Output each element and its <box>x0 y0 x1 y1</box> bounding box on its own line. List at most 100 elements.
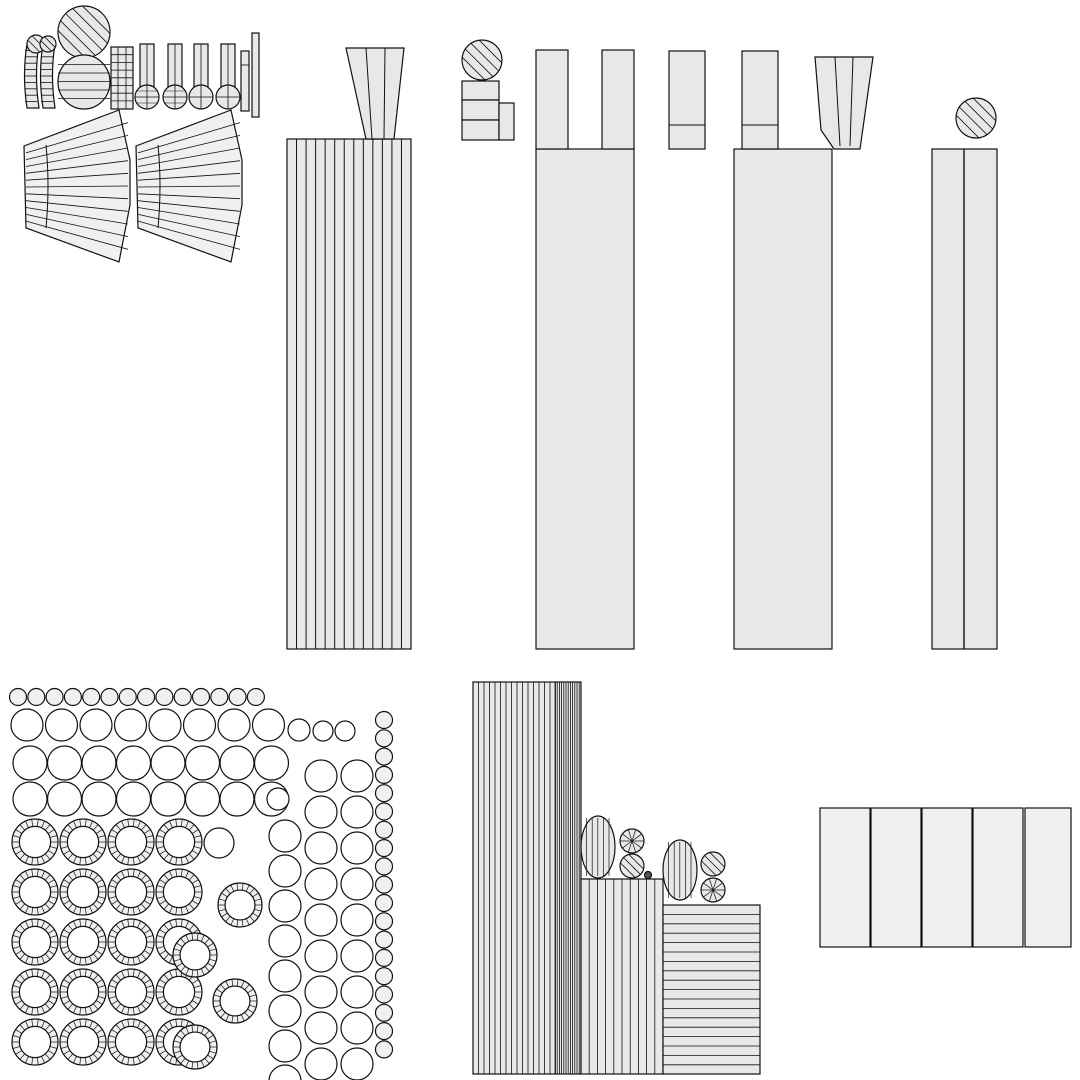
column-circle-island <box>304 831 338 865</box>
segmented-ring-island-spoke <box>249 1004 257 1008</box>
segmented-ring-island-spoke <box>97 885 106 888</box>
segmented-ring-island-spoke <box>121 870 125 878</box>
segmented-ring-island-spoke <box>111 1029 119 1034</box>
segmented-ring-island-inner <box>66 825 100 859</box>
segmented-ring-island-spoke <box>79 919 82 927</box>
segmented-ring-island-spoke <box>89 956 93 964</box>
segmented-ring-island-spoke <box>92 853 99 860</box>
narrow-right-column-island <box>931 97 998 650</box>
segmented-ring-island-spoke <box>145 896 154 899</box>
segmented-ring-island-spoke <box>36 1019 39 1027</box>
segmented-ring-island-spoke <box>92 974 99 981</box>
segmented-ring-island-spoke <box>84 1019 87 1027</box>
segmented-ring-island-spoke <box>111 1050 119 1055</box>
column-circle-island <box>340 1047 374 1080</box>
column-circle-island <box>340 975 374 1009</box>
spoke-circle-island-spoke <box>631 833 642 842</box>
segmented-ring-island-spoke <box>19 1053 26 1060</box>
small-circle-island <box>191 687 211 707</box>
striped-block-island-group <box>472 681 761 1075</box>
segmented-ring-island-spoke <box>49 996 58 999</box>
segmented-ring-island-spoke <box>92 824 99 831</box>
column-circle-island <box>268 854 302 888</box>
segmented-ring-island-spoke <box>108 1035 117 1038</box>
segmented-ring-island-spoke <box>25 956 29 964</box>
small-circle-island <box>374 967 394 986</box>
medium-circle-island <box>253 745 290 781</box>
segmented-ring-island-spoke <box>79 1007 82 1015</box>
column-cap-edge <box>365 47 373 140</box>
small-circle-island <box>374 765 394 785</box>
hatched-circle-island-hatch <box>701 860 717 876</box>
segmented-ring-island-spoke <box>92 1024 99 1031</box>
segmented-ring-island-spoke <box>97 946 106 949</box>
segmented-ring-island-spoke <box>127 857 130 865</box>
segmented-ring-island-spoke <box>49 885 58 888</box>
segmented-ring-island-spoke <box>49 846 58 849</box>
segmented-ring-island-spoke <box>89 970 93 978</box>
segmented-ring-island-spoke <box>47 900 55 905</box>
segmented-ring-island-spoke <box>247 988 254 994</box>
segmented-ring-island-spoke <box>19 1024 26 1031</box>
right-tab-island <box>741 50 779 150</box>
segmented-ring-island-spoke <box>97 996 106 999</box>
fan-island-left <box>23 109 131 263</box>
segmented-ring-island-spoke <box>156 846 165 849</box>
segmented-ring-island-spoke <box>143 850 151 855</box>
segmented-ring-island-spoke <box>145 946 154 949</box>
medium-circle-island <box>312 720 334 742</box>
column-circle-island <box>340 867 374 901</box>
segmented-ring-island-spoke <box>25 906 29 914</box>
segmented-ring-island-spoke <box>84 957 87 965</box>
segmented-ring-island-spoke <box>176 1054 183 1060</box>
segmented-ring-island-spoke <box>108 846 117 849</box>
segmented-ring-island-spoke <box>132 869 135 877</box>
fan-island-left-edge <box>25 185 129 188</box>
segmented-ring-island-spoke <box>236 1015 239 1023</box>
segmented-ring-island-spoke <box>204 938 210 944</box>
segmented-ring-island-spoke <box>191 850 199 855</box>
small-circle-island <box>374 1021 394 1041</box>
segmented-ring-island-spoke <box>121 856 125 864</box>
medium-circle-island <box>44 708 79 742</box>
small-circle-island <box>374 948 394 968</box>
segmented-ring-island-inner <box>162 975 196 1009</box>
segmented-ring-island-spoke <box>60 1046 69 1049</box>
segmented-ring-island-spoke <box>19 853 26 860</box>
segmented-ring-island-spoke <box>225 916 231 922</box>
segmented-ring-island-spoke <box>175 869 178 877</box>
fan-island-right-edge <box>137 213 241 238</box>
segmented-ring-island-spoke <box>159 829 167 834</box>
segmented-ring-island-spoke <box>191 979 199 984</box>
small-circle-island <box>374 1003 394 1022</box>
segmented-ring-island-spoke <box>145 1035 154 1038</box>
segmented-ring-island-spoke <box>121 1006 125 1014</box>
medium-circle-island <box>81 745 117 781</box>
segmented-ring-island-spoke <box>163 1024 170 1031</box>
segmented-ring-island-spoke <box>188 903 195 910</box>
segmented-ring-island-spoke <box>191 879 199 884</box>
segmented-ring-island-spoke <box>60 846 69 849</box>
segmented-ring-island-spoke <box>245 918 250 926</box>
segmented-ring-island-spoke <box>188 824 195 831</box>
segmented-ring-island-spoke <box>180 938 186 944</box>
segmented-ring-island-spoke <box>127 907 130 915</box>
fan-island-left-edge <box>25 122 129 154</box>
segmented-ring-island-inner <box>66 925 100 959</box>
segmented-ring-island-spoke <box>60 985 69 988</box>
fan-island-right-edge <box>137 172 241 181</box>
column-circle-island <box>268 994 302 1028</box>
segmented-ring-island-spoke <box>79 857 82 865</box>
segmented-ring-island-spoke <box>89 856 93 864</box>
medium-circle-island <box>334 720 356 742</box>
segmented-ring-island-spoke <box>84 819 87 827</box>
column-circle-island <box>268 889 302 923</box>
segmented-ring-island-spoke <box>204 1030 210 1036</box>
segmented-ring-island-spoke <box>89 906 93 914</box>
small-circle-island <box>118 687 137 707</box>
segmented-ring-island-spoke <box>73 906 77 914</box>
segmented-ring-island-spoke <box>19 974 26 981</box>
segmented-ring-island-spoke <box>145 1046 154 1049</box>
segmented-ring-island-spoke <box>180 819 183 827</box>
segmented-ring-island-spoke <box>191 969 194 977</box>
